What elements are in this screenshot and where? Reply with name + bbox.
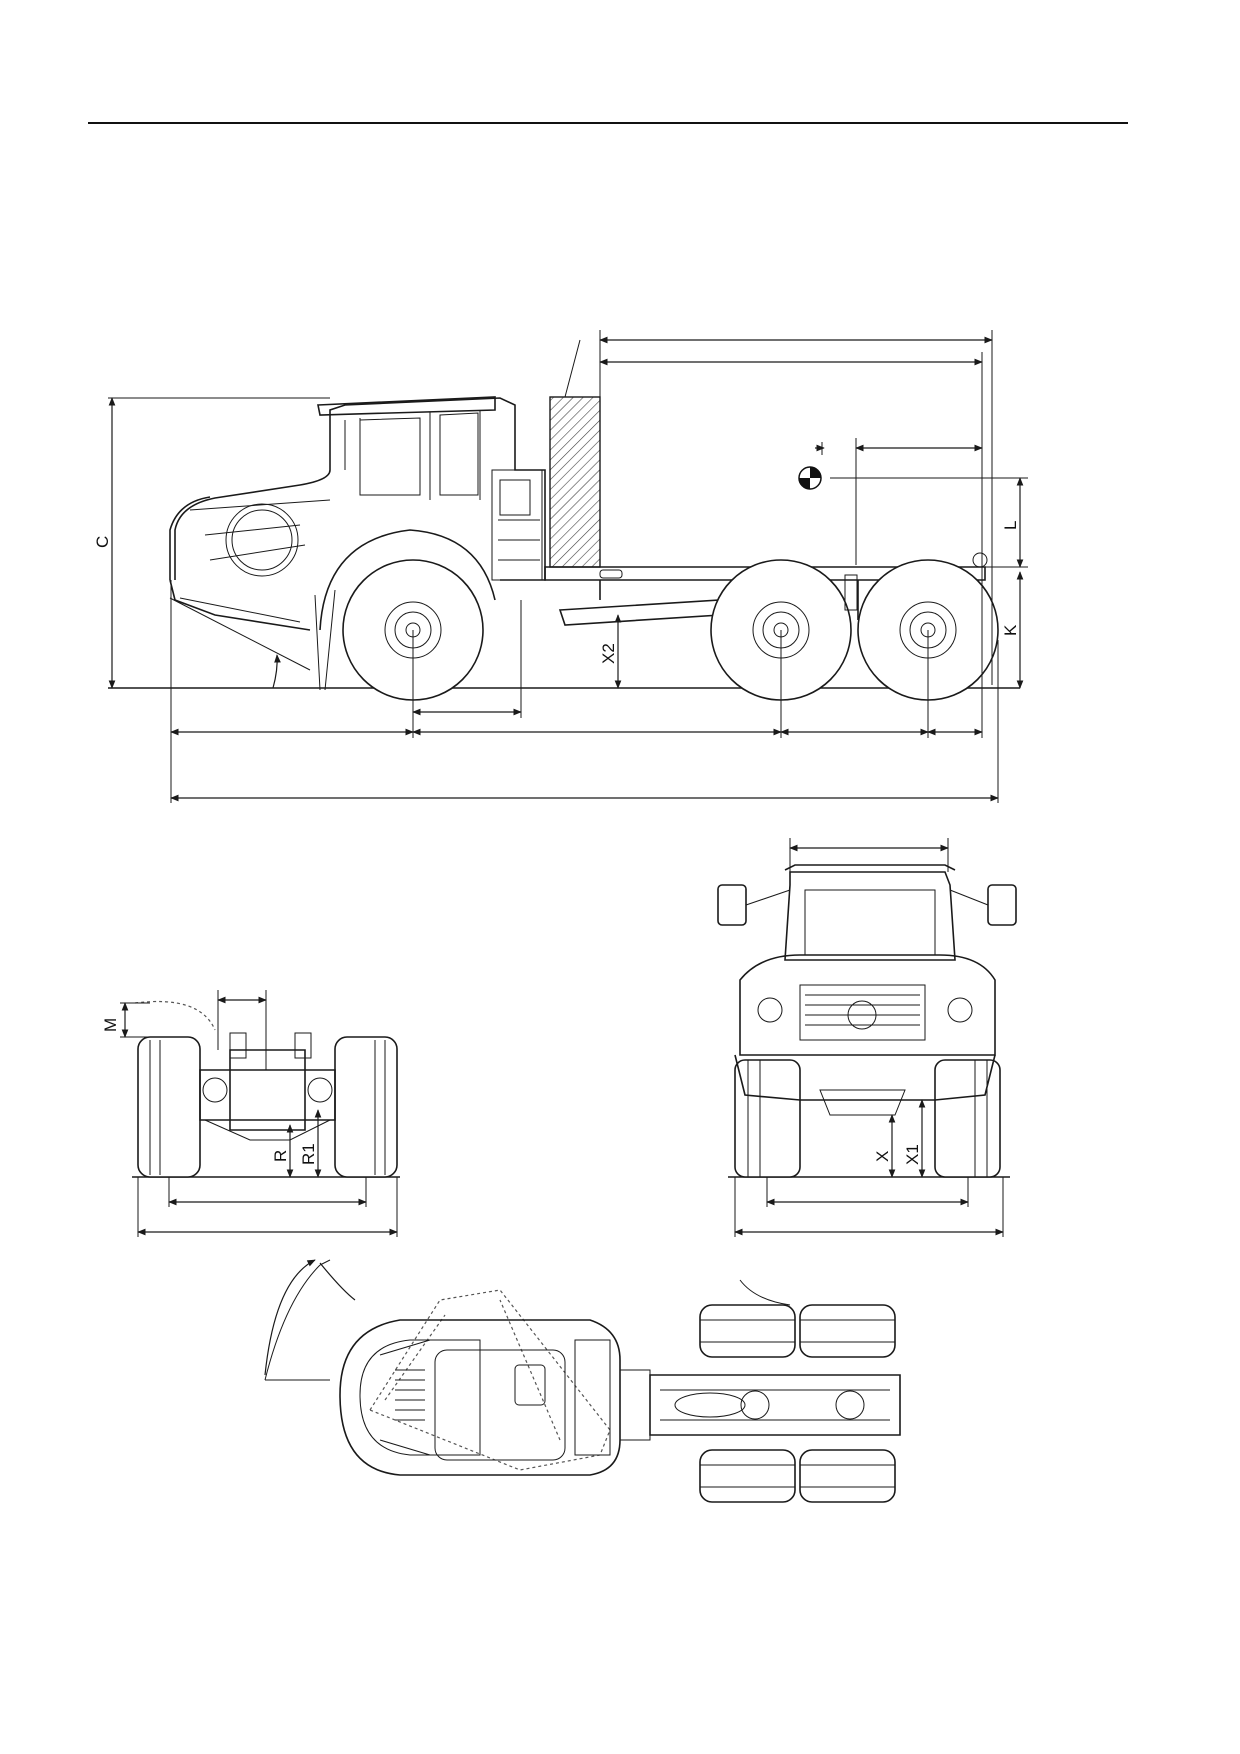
dimension-label-l: L (1001, 521, 1020, 530)
dimension-label-x: X (873, 1151, 892, 1162)
center-of-gravity-symbol (798, 466, 822, 490)
dimension-label-r: R (271, 1150, 290, 1162)
dimension-label-k: K (1001, 624, 1020, 636)
front-view (717, 838, 1017, 1237)
rear-axle-view (120, 990, 400, 1237)
dimension-label-x2: X2 (599, 643, 618, 664)
dimension-label-x1: X1 (903, 1144, 922, 1165)
dimension-label-c: C (93, 536, 112, 548)
top-view (264, 1259, 901, 1503)
side-view (108, 330, 1028, 803)
dimension-label-r1: R1 (299, 1143, 318, 1165)
body-front-hatch (549, 396, 601, 568)
dimension-label-m: M (101, 1018, 120, 1032)
